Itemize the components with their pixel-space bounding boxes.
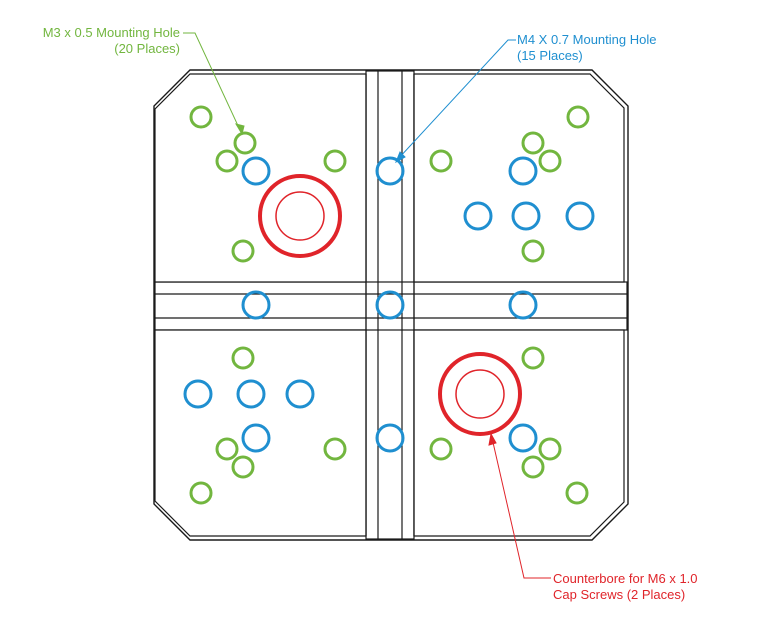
m4-hole — [375, 423, 405, 453]
m3-hole — [521, 131, 545, 155]
m3-mounting-holes — [189, 105, 590, 505]
m4-leader — [395, 39, 516, 164]
m3-hole — [189, 105, 213, 129]
m3-hole — [215, 149, 239, 173]
m4-hole — [375, 290, 405, 320]
m3-hole — [429, 149, 453, 173]
m3-hole — [538, 437, 562, 461]
m3-callout-line1: M3 x 0.5 Mounting Hole — [42, 25, 180, 40]
counterbore-inner — [455, 369, 505, 419]
pad-top-left — [154, 73, 367, 283]
m4-hole — [285, 379, 315, 409]
m3-hole — [521, 455, 545, 479]
m4-mounting-holes — [183, 156, 595, 453]
m4-callout-line1: M4 X 0.7 Mounting Hole — [517, 32, 657, 47]
m3-callout-label: M3 x 0.5 Mounting Hole (20 Places) — [40, 25, 180, 57]
m4-hole — [241, 156, 271, 186]
m3-hole — [323, 149, 347, 173]
horizontal-slot-outer — [154, 281, 628, 331]
pad-bottom-right — [413, 329, 625, 537]
m3-hole — [538, 149, 562, 173]
counterbore-outer — [438, 352, 522, 436]
m4-hole — [241, 423, 271, 453]
pad-top-right — [413, 73, 625, 283]
m3-hole — [521, 346, 545, 370]
m4-callout-line2: (15 Places) — [517, 48, 583, 63]
m3-hole — [565, 481, 589, 505]
counterbore-leader — [488, 432, 551, 579]
m4-hole — [183, 379, 213, 409]
m4-hole — [241, 290, 271, 320]
m3-hole — [189, 481, 213, 505]
vertical-slot-outer — [365, 70, 415, 540]
pad-bottom-left — [154, 329, 367, 537]
m4-hole — [508, 423, 538, 453]
m3-hole — [429, 437, 453, 461]
plate-outline — [153, 69, 629, 541]
m3-callout-line2: (20 Places) — [114, 41, 180, 56]
m3-hole — [566, 105, 590, 129]
counterbore-outer — [258, 174, 342, 258]
m3-hole — [233, 131, 257, 155]
m3-hole — [323, 437, 347, 461]
counterbore-inner — [275, 191, 325, 241]
m3-hole — [231, 239, 255, 263]
m3-hole — [231, 455, 255, 479]
m4-hole — [565, 201, 595, 231]
m4-hole — [511, 201, 541, 231]
counterbore-callout-line1: Counterbore for M6 x 1.0 — [553, 571, 698, 586]
m3-leader — [183, 32, 245, 136]
m4-callout-label: M4 X 0.7 Mounting Hole (15 Places) — [517, 32, 656, 64]
m4-hole — [375, 156, 405, 186]
m4-hole — [508, 290, 538, 320]
m3-hole — [215, 437, 239, 461]
counterbore-holes — [258, 174, 522, 436]
counterbore-callout-line2: Cap Screws (2 Places) — [553, 587, 686, 602]
counterbore-callout-label: Counterbore for M6 x 1.0 Cap Screws (2 P… — [553, 571, 698, 603]
m3-hole — [521, 239, 545, 263]
m4-hole — [236, 379, 266, 409]
m3-hole — [231, 346, 255, 370]
m4-hole — [463, 201, 493, 231]
m4-hole — [508, 156, 538, 186]
